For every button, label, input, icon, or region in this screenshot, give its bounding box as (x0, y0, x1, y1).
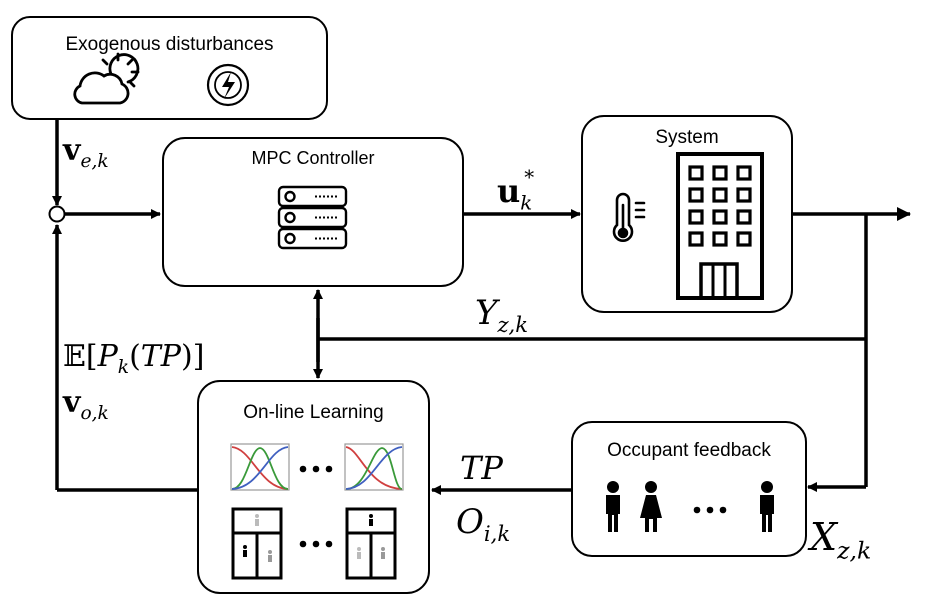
thermometer-icon (612, 192, 646, 242)
state-signal-label: Xz,k (810, 515, 872, 565)
learning-title: On-line Learning (243, 402, 384, 423)
person-icon (640, 481, 662, 532)
mpc-title: MPC Controller (251, 148, 375, 168)
occupant-signal-label: vo,k (63, 385, 109, 424)
control-input-label: uk* (497, 166, 535, 215)
feedback-title: Occupant feedback (607, 440, 771, 461)
summing-junction (48, 205, 66, 223)
disturbance-signal-label: ve,k (63, 133, 109, 172)
thermal-preference-label: TP (460, 449, 503, 487)
disturbances-box (11, 16, 328, 120)
person-icon (606, 481, 620, 532)
occupancy-grid-icon (345, 507, 397, 580)
server-icon (277, 185, 348, 250)
person-icon (760, 481, 774, 532)
disturbances-title: Exogenous disturbances (65, 34, 274, 55)
expectation-label: 𝔼[Pk(TP)] (63, 339, 205, 378)
ellipsis-dots (299, 465, 727, 548)
output-signal-label: Yz,k (475, 293, 529, 337)
observation-label: Oi,k (456, 502, 511, 546)
preference-curve-icon (230, 443, 290, 491)
cloud-sun-icon (73, 52, 140, 105)
building-icon (676, 152, 764, 300)
energy-icon (206, 63, 250, 107)
connection-lines (52, 119, 911, 495)
occupancy-grid-icon (231, 507, 283, 580)
preference-curve-icon (344, 443, 404, 491)
system-title: System (655, 127, 719, 148)
